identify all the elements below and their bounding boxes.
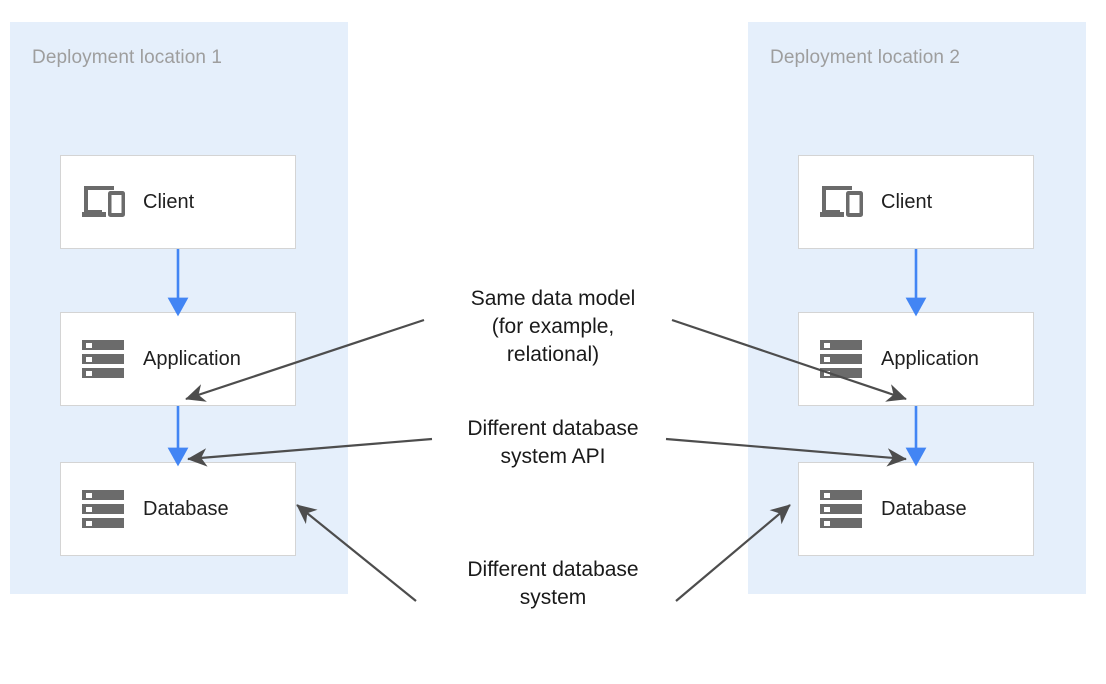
devices-icon [75, 182, 133, 222]
node-database-1-label: Database [143, 497, 229, 520]
node-client-2[interactable]: Client [798, 155, 1034, 249]
node-application-2[interactable]: Application [798, 312, 1034, 406]
server-stack-icon [813, 338, 871, 380]
node-database-2[interactable]: Database [798, 462, 1034, 556]
node-database-1[interactable]: Database [60, 462, 296, 556]
deployment-zone-2-label: Deployment location 2 [770, 47, 961, 68]
annotation-different-database-system-api: Different database system API [467, 417, 639, 468]
node-application-2-label: Application [881, 347, 979, 370]
node-client-1[interactable]: Client [60, 155, 296, 249]
server-stack-icon [813, 488, 871, 530]
annotation-different-database-system: Different database system [467, 558, 639, 609]
devices-icon [813, 182, 871, 222]
node-database-2-label: Database [881, 497, 967, 520]
node-client-2-label: Client [881, 190, 933, 213]
server-stack-icon [75, 488, 133, 530]
server-stack-icon [75, 338, 133, 380]
deployment-zone-1-label: Deployment location 1 [32, 47, 223, 68]
node-application-1[interactable]: Application [60, 312, 296, 406]
annotation-same-data-model: Same data model (for example, relational… [470, 287, 636, 366]
node-client-1-label: Client [143, 190, 195, 213]
node-application-1-label: Application [143, 347, 241, 370]
